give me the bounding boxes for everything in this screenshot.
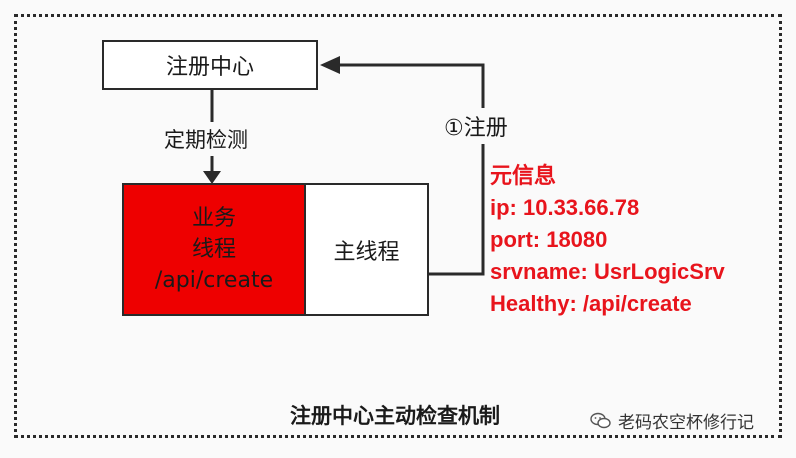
worker-thread-line1: 业务 bbox=[191, 206, 236, 231]
metadata-port: port: 18080 bbox=[490, 227, 608, 252]
metadata-srvname: srvname: UsrLogicSrv bbox=[490, 259, 725, 284]
metadata-title: 元信息 bbox=[490, 163, 557, 188]
register-connector-line bbox=[336, 63, 485, 276]
metadata-healthy: Healthy: /api/create bbox=[490, 291, 692, 316]
register-label: ①注册 bbox=[440, 108, 512, 144]
worker-thread-line3: /api/create bbox=[154, 268, 274, 293]
outer-dotted-frame bbox=[14, 14, 782, 438]
registry-center-label: 注册中心 bbox=[165, 55, 254, 80]
wechat-icon bbox=[590, 412, 611, 428]
register-arrowhead bbox=[320, 56, 340, 74]
main-thread-box: 主线程 bbox=[304, 183, 429, 316]
registry-center-box: 注册中心 bbox=[102, 40, 318, 90]
check-arrowhead bbox=[203, 171, 221, 184]
main-thread-label: 主线程 bbox=[333, 239, 400, 265]
diagram-caption: 注册中心主动检查机制 bbox=[290, 404, 500, 428]
watermark: 老码农空杯修行记 bbox=[590, 408, 754, 433]
metadata-block: 元信息 ip: 10.33.66.78 port: 18080 srvname:… bbox=[490, 160, 725, 320]
worker-thread-line2: 线程 bbox=[191, 237, 236, 262]
periodic-check-label: 定期检测 bbox=[160, 122, 252, 156]
watermark-text: 老码农空杯修行记 bbox=[618, 413, 754, 433]
metadata-ip: ip: 10.33.66.78 bbox=[490, 195, 640, 220]
worker-thread-box: 业务 线程 /api/create bbox=[122, 183, 306, 316]
